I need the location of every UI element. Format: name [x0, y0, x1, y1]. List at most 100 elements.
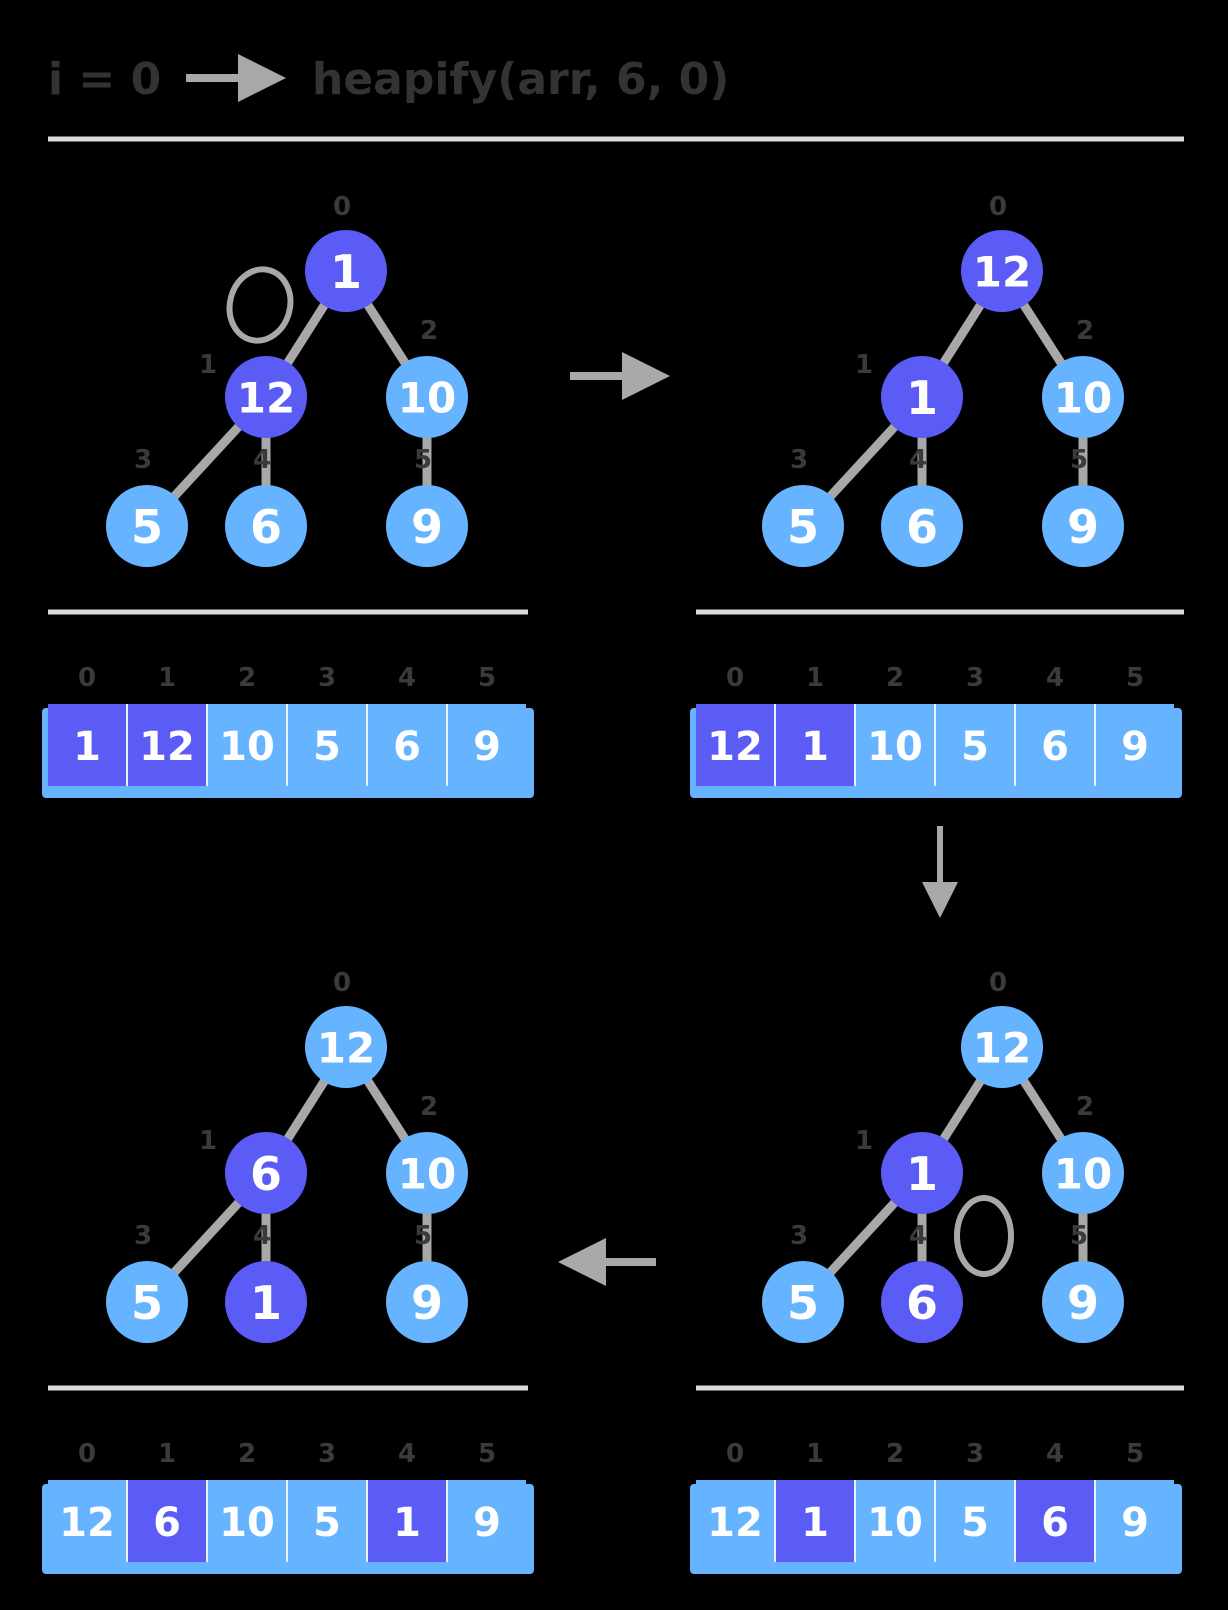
array-cell-box	[1016, 1480, 1094, 1562]
array-cell-value: 12	[707, 724, 763, 770]
tree-node-index: 2	[1076, 1092, 1094, 1122]
tree-node-index: 0	[989, 192, 1007, 222]
array-index-label: 5	[1126, 663, 1144, 693]
tree-node-index: 3	[790, 1221, 808, 1251]
array-cell-value: 9	[1121, 1500, 1149, 1546]
array-cell-box	[208, 1480, 286, 1562]
array-cell: 14	[366, 1439, 446, 1562]
tree-node-value: 6	[250, 1147, 282, 1201]
array-cell-box	[1096, 704, 1174, 786]
array-cell-value: 1	[801, 724, 829, 770]
array-cell-box	[776, 704, 854, 786]
tree-node-circle	[1042, 356, 1124, 438]
array-cell: 120	[696, 663, 774, 786]
array-cell-box	[368, 1480, 446, 1562]
array-cell-box	[448, 704, 526, 786]
array-cell: 95	[1094, 1439, 1174, 1562]
tree-node-value: 5	[787, 500, 819, 554]
tree-node: 120	[961, 192, 1043, 312]
array-cell-value: 1	[801, 1500, 829, 1546]
array-index-label: 1	[806, 663, 824, 693]
array-cell-value: 9	[473, 724, 501, 770]
tree-node-index: 1	[855, 350, 873, 380]
array-index-label: 3	[318, 1439, 336, 1469]
tree-node: 53	[762, 445, 844, 567]
tree-node-index: 1	[855, 1126, 873, 1156]
array-cell-value: 6	[153, 1500, 181, 1546]
array-cell: 53	[934, 663, 1014, 786]
tree-node-value: 6	[250, 500, 282, 554]
tree-node-index: 0	[333, 192, 351, 222]
tree-node-index: 0	[333, 968, 351, 998]
tree-node: 95	[386, 445, 468, 567]
header: i = 0 heapify(arr, 6, 0)	[48, 54, 1184, 142]
tree-edge	[1017, 1073, 1068, 1147]
compare-ellipse-icon	[226, 266, 294, 344]
array-cell: 102	[854, 1439, 934, 1562]
tree-node-circle	[961, 230, 1043, 312]
array-cell-box	[936, 1480, 1014, 1562]
tree-node-index: 3	[790, 445, 808, 475]
tree-node-index: 5	[1070, 1221, 1088, 1251]
array-cell: 53	[934, 1439, 1014, 1562]
tree-node: 102	[1042, 316, 1124, 438]
tree-node-index: 1	[199, 350, 217, 380]
header-index-label: i = 0	[48, 54, 161, 105]
array-cell-value: 10	[867, 1500, 923, 1546]
tree-node: 95	[1042, 445, 1124, 567]
tree-node-circle	[386, 1132, 468, 1214]
tree-node-circle	[881, 1132, 963, 1214]
array-cell: 64	[366, 663, 446, 786]
tree-node: 102	[386, 316, 468, 438]
tree-node-index: 4	[909, 445, 927, 475]
tree-node-value: 1	[330, 245, 362, 299]
array-index-label: 4	[1046, 663, 1064, 693]
array-cell: 10 2	[206, 663, 286, 786]
array-index-label: 5	[1126, 1439, 1144, 1469]
array-index-label: 3	[966, 663, 984, 693]
array-cell-box	[128, 704, 206, 786]
array-cell-box	[776, 1480, 854, 1562]
tree-edge	[167, 419, 246, 504]
array-cell-value: 5	[961, 724, 989, 770]
tree-node: 64	[225, 445, 307, 567]
tree-node-index: 2	[420, 1092, 438, 1122]
array-cell-box	[128, 1480, 206, 1562]
tree-node-circle	[762, 485, 844, 567]
tree-node: 11	[855, 1126, 963, 1214]
tree-node-circle	[961, 1006, 1043, 1088]
tree-node-circle	[305, 1006, 387, 1088]
array-cell-value: 10	[219, 724, 275, 770]
tree-node-circle	[1042, 1261, 1124, 1343]
array-index-label: 5	[478, 663, 496, 693]
array-cell-box	[368, 704, 446, 786]
array-cell-box	[448, 1480, 526, 1562]
tree-node-value: 1	[250, 1276, 282, 1330]
tree-edge	[823, 1195, 902, 1280]
array-cell-value: 6	[1041, 1500, 1069, 1546]
tree-node: 64	[881, 1221, 963, 1343]
tree-edges	[823, 297, 1088, 504]
tree-node-circle	[1042, 485, 1124, 567]
tree-node-circle	[225, 1261, 307, 1343]
array-cell: 95	[446, 1439, 526, 1562]
tree-node-value: 5	[131, 1276, 163, 1330]
tree-node: 53	[106, 1221, 188, 1343]
array-index-label: 3	[318, 663, 336, 693]
tree-node-index: 3	[134, 1221, 152, 1251]
tree-node-index: 2	[420, 316, 438, 346]
tree-node: 11	[855, 350, 963, 438]
tree-node: 53	[106, 445, 188, 567]
tree-node-index: 3	[134, 445, 152, 475]
array-index-label: 2	[238, 663, 256, 693]
tree-node-circle	[762, 1261, 844, 1343]
array-cell: 120	[48, 1439, 126, 1562]
tree-node-circle	[305, 230, 387, 312]
array-index-label: 1	[158, 1439, 176, 1469]
tree-node-circle	[881, 1261, 963, 1343]
tree-node-value: 12	[973, 1024, 1031, 1073]
